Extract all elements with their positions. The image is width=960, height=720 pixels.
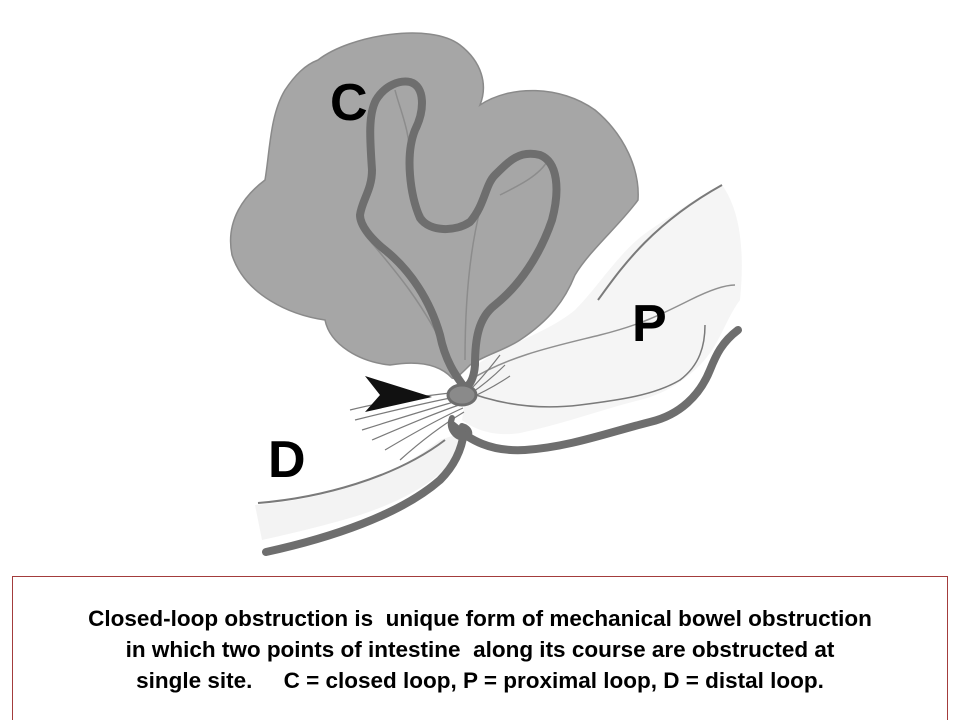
distal-loop (255, 428, 470, 556)
distal-loop-label: D (268, 431, 306, 489)
caption-line-2: in which two points of intestine along i… (125, 637, 835, 662)
distal-loop-wall (262, 428, 468, 556)
closed-loop-wall (356, 77, 561, 392)
caption-line-3: single site. C = closed loop, P = proxim… (136, 668, 824, 693)
proximal-loop-wall (448, 326, 742, 455)
closed-loop-diagram: C P D (229, 32, 742, 556)
closed-loop (229, 32, 639, 392)
caption-line-1: Closed-loop obstruction is unique form o… (88, 606, 872, 631)
black-arrowhead-icon (365, 376, 432, 412)
closed-loop-label: C (330, 74, 368, 132)
proximal-loop-label: P (632, 295, 667, 353)
proximal-loop (448, 184, 742, 455)
caption-box: Closed-loop obstruction is unique form o… (12, 576, 948, 720)
caption-text: Closed-loop obstruction is unique form o… (88, 603, 872, 696)
